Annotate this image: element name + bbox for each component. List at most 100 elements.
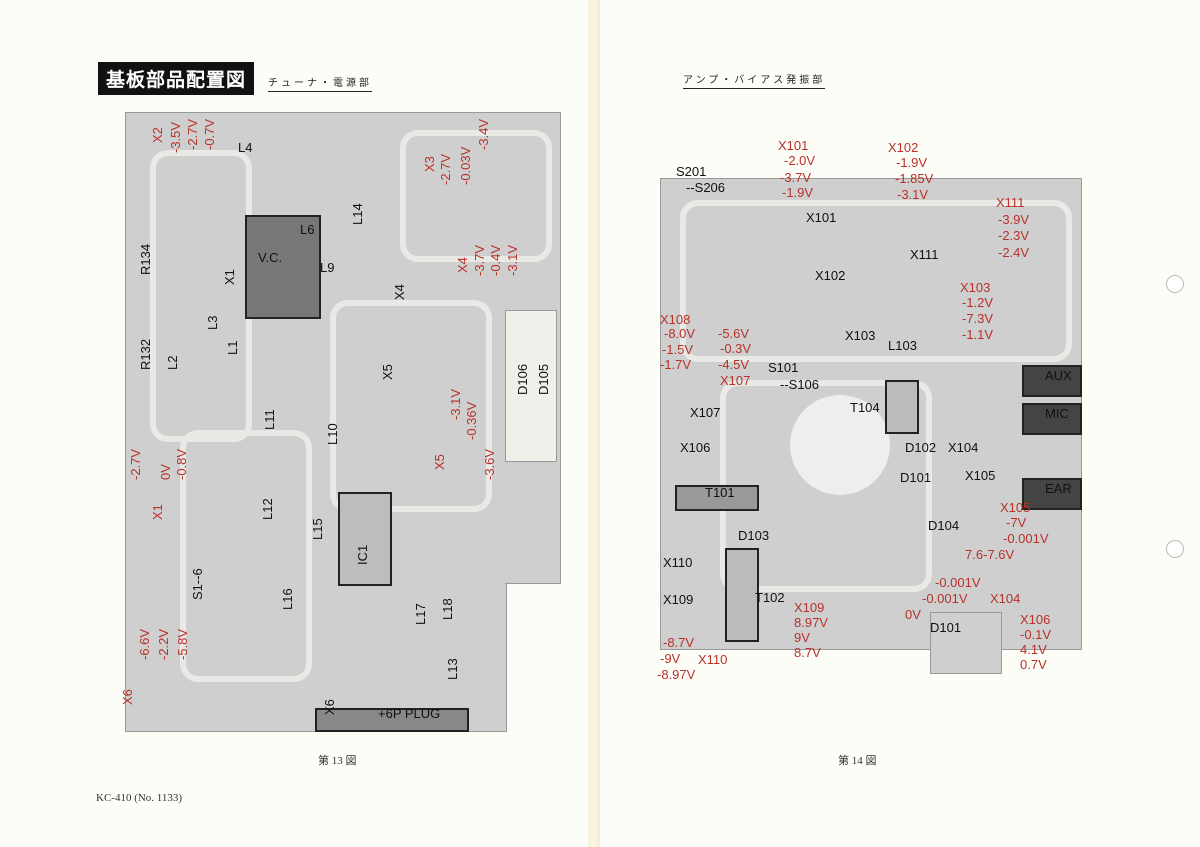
component-label: L11 (262, 409, 277, 430)
plug-connector (315, 708, 469, 732)
component-label: L6 (300, 222, 315, 237)
voltage-annotation: 0.7V (1020, 657, 1047, 672)
voltage-annotation: X107 (720, 373, 751, 388)
component-label: R134 (138, 243, 153, 275)
voltage-annotation: -0.4V (488, 244, 503, 276)
voltage-annotation: -2.7V (185, 118, 200, 150)
component-label: X106 (680, 440, 711, 455)
voltage-annotation: -1.5V (662, 342, 694, 357)
voltage-annotation: -0.001V (1003, 531, 1049, 546)
voltage-annotation: -6.6V (137, 628, 152, 660)
component-label: D106 (515, 363, 530, 395)
component-label: X5 (380, 364, 395, 380)
voltage-annotation: X1 (150, 504, 165, 520)
voltage-annotation: X102 (888, 140, 919, 155)
voltage-annotation: -3.1V (897, 187, 929, 202)
t102-transformer (725, 548, 759, 642)
voltage-annotation: -5.8V (175, 628, 190, 660)
voltage-annotation: -0.36V (464, 401, 479, 440)
component-label: L9 (320, 260, 335, 275)
component-label: X102 (815, 268, 846, 283)
component-label: --S206 (686, 180, 726, 195)
component-label: X101 (806, 210, 837, 225)
voltage-annotation: X106 (1020, 612, 1051, 627)
page-title: 基板部品配置図 (98, 62, 255, 95)
component-label: L15 (310, 518, 325, 540)
voltage-annotation: -1.9V (896, 155, 928, 170)
component-label: T102 (755, 590, 785, 605)
voltage-annotation: X3 (422, 156, 437, 172)
voltage-annotation: -0.8V (174, 448, 189, 480)
voltage-annotation: 4.1V (1020, 642, 1047, 657)
voltage-annotation: -1.1V (962, 327, 994, 342)
component-label: X111 (910, 247, 939, 262)
component-label: D101 (930, 620, 962, 635)
voltage-annotation: -1.7V (660, 357, 692, 372)
voltage-annotation: -0.001V (935, 575, 981, 590)
voltage-annotation: -8.0V (664, 326, 696, 341)
component-label: D103 (738, 528, 770, 543)
component-label: L12 (260, 498, 275, 520)
voltage-annotation: -0.03V (458, 146, 473, 185)
component-label: L18 (440, 598, 455, 620)
voltage-annotation: X4 (455, 257, 470, 273)
pcb-trace (680, 200, 1072, 362)
voltage-annotation: -2.4V (998, 245, 1030, 260)
voltage-annotation: X2 (150, 127, 165, 143)
component-label: D102 (905, 440, 937, 455)
component-label: EAR (1045, 481, 1072, 496)
voltage-annotation: 8.7V (794, 645, 821, 660)
component-label: X1 (222, 269, 237, 285)
voltage-annotation: -8.7V (663, 635, 695, 650)
voltage-annotation: -3.4V (476, 118, 491, 150)
component-label: D105 (536, 363, 551, 395)
component-label: X110 (663, 555, 693, 570)
component-label: L103 (888, 338, 917, 353)
component-label: L3 (205, 315, 220, 330)
component-label: T101 (705, 485, 735, 500)
voltage-annotation: X105 (1000, 500, 1031, 515)
figure-14-caption: 第 14 図 (838, 755, 877, 767)
voltage-annotation: -3.1V (448, 388, 463, 420)
pcb-trace (400, 130, 552, 262)
component-label: S101 (768, 360, 799, 375)
voltage-annotation: 9V (794, 630, 810, 645)
binder-hole (1166, 540, 1184, 558)
ic1-chip (338, 492, 392, 586)
voltage-annotation: -2.7V (128, 448, 143, 480)
component-label: L17 (413, 603, 428, 625)
t101-transformer (675, 485, 759, 511)
voltage-annotation: 0V (905, 607, 921, 622)
voltage-annotation: -4.5V (718, 357, 750, 372)
component-label: AUX (1045, 368, 1072, 383)
voltage-annotation: X103 (960, 280, 991, 295)
pcb-trace (330, 300, 492, 512)
voltage-annotation: X5 (432, 454, 447, 470)
voltage-annotation: -1.85V (895, 171, 934, 186)
book-gutter (588, 0, 600, 847)
component-label: L1 (225, 340, 240, 355)
voltage-annotation: X110 (698, 652, 728, 667)
ear-jack (1022, 478, 1082, 510)
voltage-annotation: 7.6-7.6V (965, 547, 1015, 562)
voltage-annotation: X104 (990, 591, 1021, 606)
component-label: L4 (238, 140, 253, 155)
voltage-annotation: -3.1V (505, 244, 520, 276)
voltage-annotation: -2.3V (998, 228, 1030, 243)
voltage-annotation: X6 (120, 689, 135, 705)
component-label: X105 (965, 468, 996, 483)
component-label: L13 (445, 658, 460, 680)
voltage-annotation: -2.2V (156, 628, 171, 660)
amp-subpcb (930, 612, 1002, 674)
model-footer: KC-410 (No. 1133) (96, 792, 183, 804)
aux-jack (1022, 365, 1082, 397)
voltage-annotation: -0.3V (720, 341, 752, 356)
voltage-annotation: -0.1V (1020, 627, 1052, 642)
voltage-annotation: -2.0V (784, 153, 816, 168)
voltage-annotation: -0.001V (922, 591, 968, 606)
voltage-annotation: -2.7V (438, 153, 453, 185)
voltage-annotation: -1.9V (782, 185, 814, 200)
voltage-annotation: -9V (660, 651, 681, 666)
component-label: T104 (850, 400, 880, 415)
